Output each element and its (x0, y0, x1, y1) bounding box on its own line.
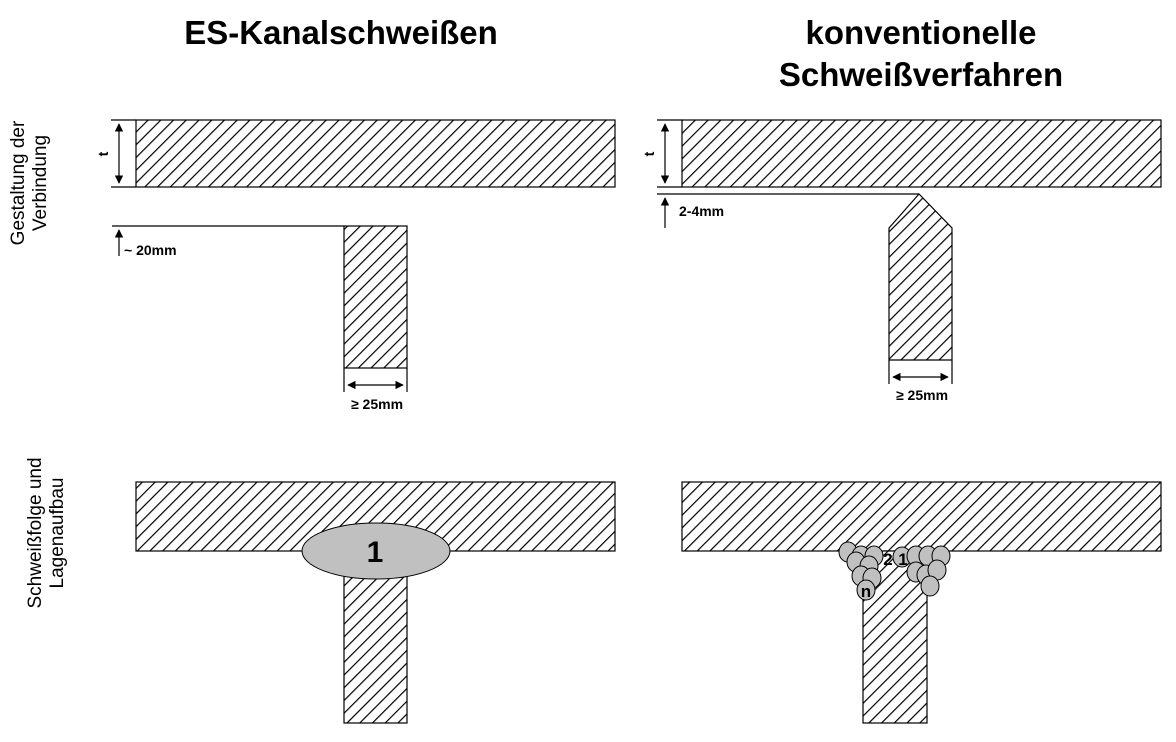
conv-weld-flange (681, 481, 1162, 552)
conventional-joint-design: t 2-4mm ≥ 25mm (641, 119, 1162, 403)
conv-weld-beads-left (838, 541, 884, 601)
es-joint-design: t ~ 20mm ≥ 25mm (95, 119, 616, 412)
right-column-title-line1: konventionelle (805, 14, 1036, 51)
conv-thickness-label: t (641, 151, 657, 156)
es-web-plate (343, 225, 408, 369)
es-flange-plate (135, 119, 616, 188)
es-gap-label: ~ 20mm (124, 242, 177, 258)
right-column-title-line2: Schweißverfahren (779, 56, 1063, 93)
es-weld-bead (301, 522, 451, 580)
bottom-row-label-line2: Lagenaufbau (47, 478, 68, 589)
conv-pass-2-label: 2 (883, 550, 892, 569)
conv-gap-label: 2-4mm (679, 203, 724, 219)
conv-pass-n-label: n (861, 582, 871, 601)
es-bead-number: 1 (367, 536, 384, 569)
es-weld-sequence: 1 (135, 481, 616, 724)
left-column-title: ES-Kanalschweißen (184, 14, 498, 51)
weld-bead (920, 575, 940, 597)
conventional-weld-sequence: 2 1 n (681, 481, 1162, 724)
bottom-row-label: Schweißfolge und Lagenaufbau (25, 457, 68, 608)
weld-bead (856, 579, 876, 601)
top-row-label: Gestaltung der Verbindung (8, 120, 51, 245)
es-width-label: ≥ 25mm (351, 396, 403, 412)
conv-width-label: ≥ 25mm (896, 387, 948, 403)
es-weld-web (343, 550, 408, 724)
conv-pass-1-label: 1 (898, 550, 907, 569)
top-row-label-line2: Verbindung (30, 135, 51, 231)
bottom-row-label-line1: Schweißfolge und (25, 457, 46, 608)
conv-web-plate-bevelled (888, 193, 953, 361)
es-thickness-label: t (95, 151, 111, 156)
conv-weld-beads-right (892, 545, 951, 597)
top-row-label-line1: Gestaltung der (8, 120, 29, 245)
conv-flange-plate (681, 119, 1162, 188)
